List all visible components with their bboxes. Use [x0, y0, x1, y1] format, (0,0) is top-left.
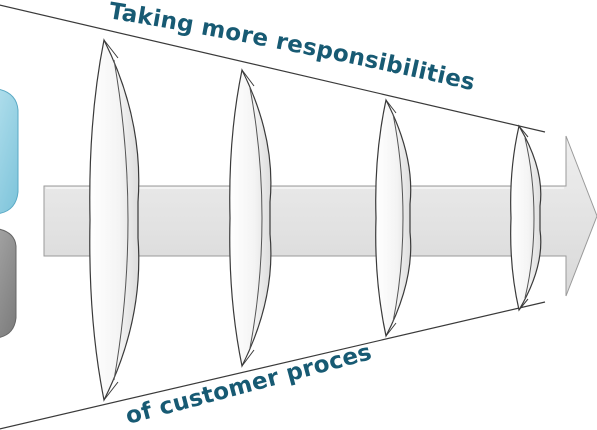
funnel-top-line — [0, 4, 546, 133]
lens-ring-1 — [89, 38, 140, 402]
top-caption: Taking more responsibilities — [107, 0, 477, 96]
side-card-blue — [0, 89, 19, 214]
top-caption-text: Taking more responsibilities — [107, 0, 477, 96]
lens-ring-2 — [229, 68, 272, 368]
side-card-gray — [0, 228, 17, 338]
lens-ring-3 — [375, 98, 412, 338]
lens-ring-4 — [510, 124, 542, 312]
funnel-bottom-line — [0, 301, 546, 430]
